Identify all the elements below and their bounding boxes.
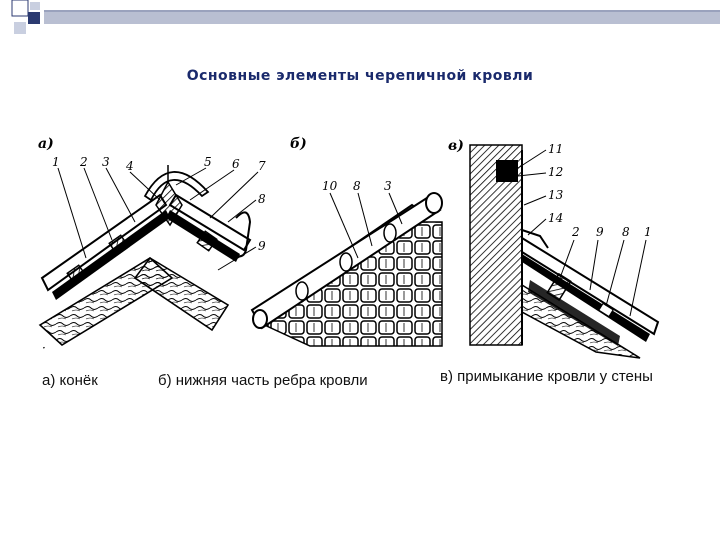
panel-c-letter: в) (448, 138, 464, 154)
batten-left-2 (108, 234, 130, 256)
callout-b-3: 3 (384, 179, 392, 193)
callout-c-9: 9 (596, 225, 604, 239)
ridge-mortar (155, 180, 183, 227)
panel-b-letter: б) (290, 136, 307, 152)
callout-c-13: 13 (548, 188, 564, 202)
ridge-beam-right (133, 256, 230, 332)
callout-a-1: 1 (52, 155, 60, 169)
callout-c-2: 2 (571, 225, 580, 239)
callout-b-10: 10 (322, 179, 338, 193)
callout-a-7: 7 (258, 159, 266, 173)
caption-ridge: а) конёк (42, 372, 98, 389)
rib-start-roll (252, 309, 268, 329)
decorative-header-squares (11, 0, 720, 34)
panel-b-rib: б) 10 8 3 (250, 136, 443, 347)
wall-roof-layer (522, 254, 650, 342)
callout-a-8: 8 (258, 192, 266, 206)
callout-a-2: 2 (79, 155, 88, 169)
wall-insert (496, 160, 518, 182)
wall-rafter-dark (528, 280, 620, 346)
panel-a-ridge: а) 1 2 3 4 5 6 7 8 9 (38, 136, 266, 355)
callout-a-5: 5 (204, 155, 212, 169)
ridge-cap-tile (143, 171, 210, 202)
caption-wall: в) примыкание кровли у стены (440, 368, 653, 385)
caption-rib: б) нижняя часть ребра кровли (158, 372, 368, 389)
callout-a-3: 3 (102, 155, 110, 169)
panel-a-mark: · (42, 341, 46, 355)
batten-left-1 (66, 264, 88, 286)
callout-b-8: 8 (353, 179, 361, 193)
callout-a-9: 9 (258, 239, 266, 253)
callout-c-1: 1 (644, 225, 652, 239)
callout-c-8: 8 (622, 225, 630, 239)
wall-batten (546, 272, 572, 302)
callout-a-6: 6 (232, 157, 240, 171)
flashing (521, 229, 549, 249)
panel-c-wall: в) 11 12 13 14 2 9 8 1 (448, 138, 660, 359)
batten-right (196, 230, 218, 252)
page-title: Основные элементы черепичной кровли (186, 68, 534, 84)
rib-end-roll (425, 192, 443, 214)
callout-c-12: 12 (548, 165, 563, 179)
callout-c-14: 14 (548, 211, 563, 225)
callout-c-11: 11 (548, 142, 563, 156)
wall-roof-tiles (521, 236, 660, 336)
panel-a-letter: а) (38, 136, 54, 152)
callout-a-4: 4 (125, 159, 134, 173)
